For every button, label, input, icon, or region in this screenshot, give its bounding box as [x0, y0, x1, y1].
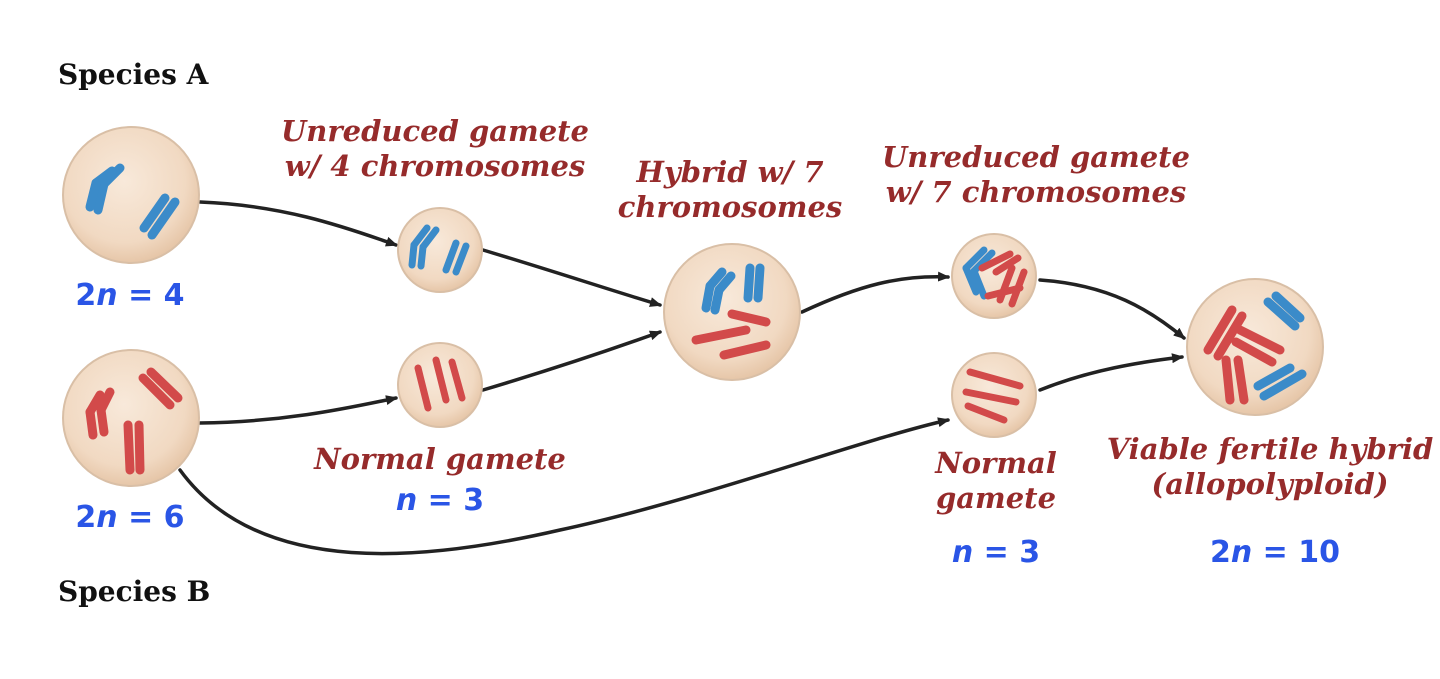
cell-hybrid-7 — [663, 243, 801, 381]
label-line: (allopolyploid) — [1151, 466, 1389, 501]
ploidy-value: = 3 — [417, 483, 485, 518]
label-hybrid-7: Hybrid w/ 7 chromosomes — [600, 155, 860, 225]
label-line: Unreduced gamete — [882, 140, 1190, 174]
cell-unreduced-gamete-7 — [951, 233, 1037, 319]
arrow-species-a-to-unreduced-gamete — [198, 200, 398, 247]
ploidy-prefix: 2 — [75, 278, 97, 313]
arrow-hybrid-to-unreduced-gamete-7 — [800, 271, 950, 314]
cell-viable-hybrid — [1186, 278, 1324, 416]
arrow-species-b-to-normal-gamete — [198, 395, 398, 425]
ploidy-prefix: 2 — [1209, 535, 1231, 570]
ploidy-prefix: 2 — [75, 500, 97, 535]
ploidy-normal-gamete-1: n = 3 — [380, 483, 500, 519]
ploidy-symbol: n — [1230, 535, 1253, 570]
ploidy-symbol: n — [96, 500, 118, 535]
label-line: Normal gamete — [314, 442, 566, 476]
arrow-unreduced-gamete-to-hybrid — [481, 248, 662, 307]
ploidy-symbol: n — [96, 278, 118, 313]
label-line: Hybrid w/ 7 — [636, 155, 824, 189]
cell-species-b — [62, 349, 200, 487]
arrow-normal-gamete-to-hybrid — [481, 330, 662, 392]
ploidy-species-b: 2n = 6 — [70, 500, 190, 536]
label-unreduced-gamete-4: Unreduced gamete w/ 4 chromosomes — [270, 114, 600, 184]
label-normal-gamete-2: Normal gamete — [916, 446, 1076, 516]
ploidy-symbol: n — [395, 483, 418, 518]
label-viable-hybrid: Viable fertile hybrid (allopolyploid) — [1100, 432, 1440, 502]
ploidy-final-hybrid: 2n = 10 — [1195, 535, 1355, 571]
label-line: Unreduced gamete — [281, 114, 589, 148]
arrow-unreduced-gamete-7-to-final — [1038, 278, 1186, 340]
ploidy-symbol: n — [951, 535, 974, 570]
label-line: gamete — [935, 480, 1057, 515]
cell-normal-gamete-2 — [951, 352, 1037, 438]
label-line: Viable fertile hybrid — [1106, 432, 1434, 466]
species-b-label: Species B — [58, 575, 211, 608]
label-unreduced-gamete-7: Unreduced gamete w/ 7 chromosomes — [866, 140, 1206, 210]
arrow-species-b-to-normal-gamete-2 — [178, 417, 950, 556]
label-line: chromosomes — [617, 189, 843, 224]
ploidy-value: = 6 — [117, 500, 185, 535]
label-normal-gamete-1: Normal gamete — [290, 442, 590, 477]
arrow-normal-gamete-2-to-final — [1038, 353, 1184, 392]
ploidy-value: = 10 — [1252, 535, 1340, 570]
cell-normal-gamete-1 — [397, 342, 483, 428]
cell-unreduced-gamete-4 — [397, 207, 483, 293]
ploidy-normal-gamete-2: n = 3 — [936, 535, 1056, 571]
label-line: w/ 7 chromosomes — [885, 174, 1187, 209]
ploidy-value: = 3 — [973, 535, 1041, 570]
cell-species-a — [62, 126, 200, 264]
label-line: Normal — [935, 446, 1057, 480]
arrows — [178, 200, 1186, 556]
species-a-label: Species A — [58, 58, 209, 91]
label-line: w/ 4 chromosomes — [284, 148, 586, 183]
ploidy-value: = 4 — [117, 278, 185, 313]
ploidy-species-a: 2n = 4 — [70, 278, 190, 314]
